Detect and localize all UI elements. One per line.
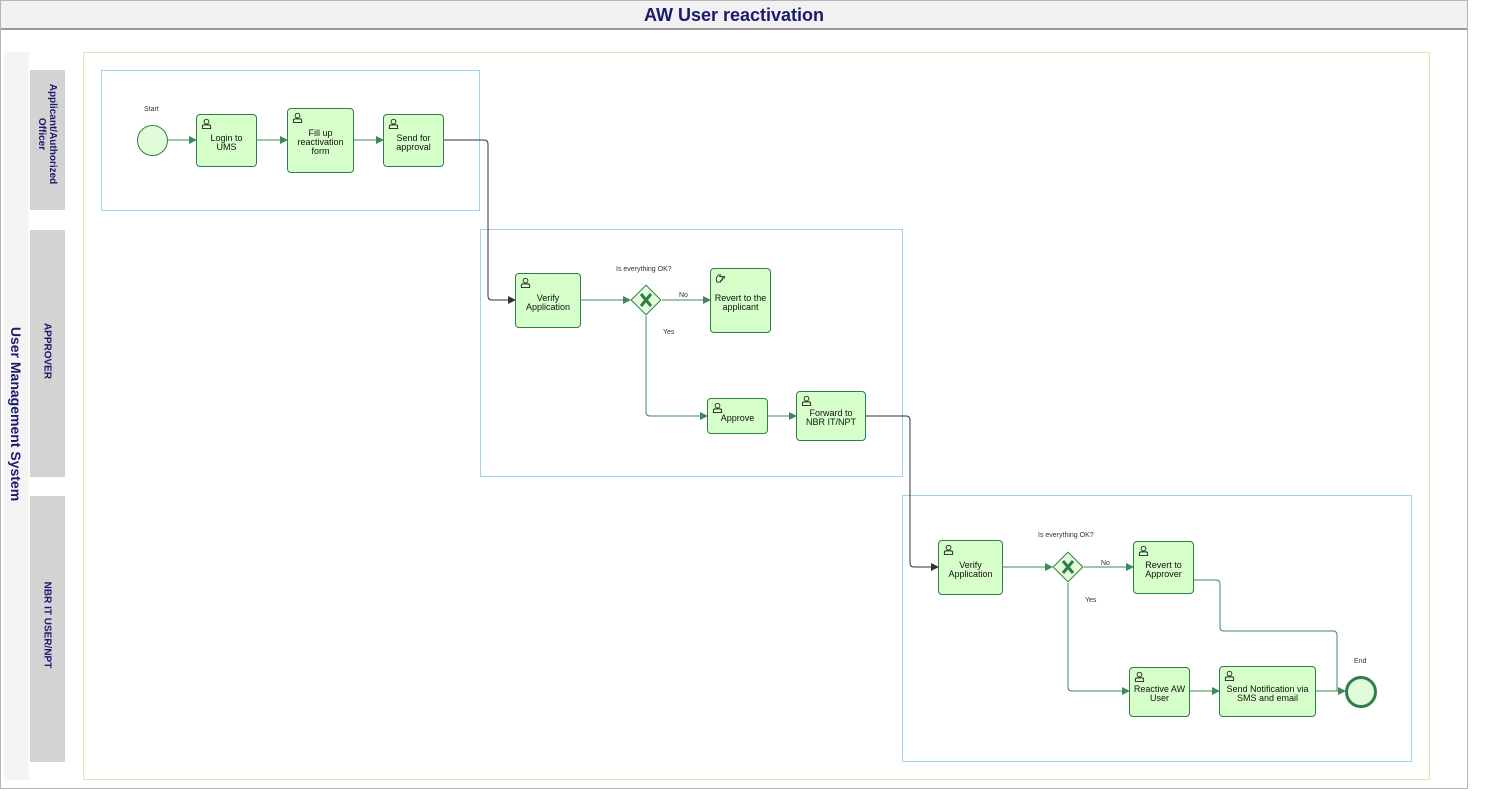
task-verify-1[interactable]: Verify Application: [515, 273, 581, 328]
flow-gw2-reactive: [1067, 583, 1130, 695]
exclusive-gateway-x-icon: [1061, 560, 1075, 574]
user-task-icon: [712, 402, 723, 413]
pool-body: [83, 52, 1430, 780]
start-event-label: Start: [144, 106, 159, 113]
task-revert-applicant[interactable]: Revert to the applicant: [710, 268, 771, 333]
task-reactive[interactable]: Reactive AW User: [1129, 667, 1190, 717]
user-task-icon: [292, 112, 303, 123]
user-task-icon: [1138, 545, 1149, 556]
task-verify-2[interactable]: Verify Application: [938, 540, 1003, 595]
end-event[interactable]: [1345, 676, 1377, 708]
gateway-1-no-label: No: [679, 292, 688, 299]
flow-revert-end: [1194, 579, 1338, 691]
task-forward[interactable]: Forward to NBR IT/NPT: [796, 391, 866, 441]
diagram-title: AW User reactivation: [643, 5, 825, 25]
gateway-2-yes-label: Yes: [1085, 597, 1097, 604]
lane-header-applicant: [30, 70, 65, 210]
task-fill-form-label: Fill up reactivation form: [297, 128, 344, 156]
exclusive-gateway-x-icon: [639, 293, 653, 307]
flow-forward-verify2: [866, 415, 939, 571]
user-task-icon: [1224, 670, 1235, 681]
task-revert-applicant-label: Revert to the applicant: [714, 292, 767, 312]
task-send-notification[interactable]: Send Notification via SMS and email: [1219, 666, 1316, 717]
task-send-notification-label: Send Notification via SMS and email: [1226, 683, 1309, 703]
start-event[interactable]: [137, 125, 168, 156]
lane-header-nbr: [30, 496, 65, 762]
task-revert-approver-label: Revert to Approver: [1145, 559, 1182, 579]
flow-send-verify1: [444, 139, 516, 304]
task-verify-2-label: Verify Application: [948, 559, 993, 579]
gateway-1-question: Is everything OK?: [616, 266, 672, 273]
gateway-2-question: Is everything OK?: [1038, 532, 1094, 539]
pool-header: [4, 52, 29, 780]
user-task-icon: [520, 277, 531, 288]
user-task-icon: [943, 544, 954, 555]
user-task-icon: [388, 118, 399, 129]
title-bar: AW User reactivation: [1, 1, 1467, 30]
task-revert-approver[interactable]: Revert to Approver: [1133, 541, 1194, 594]
lane-group-nbr: [902, 495, 1412, 762]
user-task-icon: [201, 118, 212, 129]
user-task-icon: [801, 395, 812, 406]
task-reactive-label: Reactive AW User: [1133, 684, 1186, 703]
task-send-approval[interactable]: Send for approval: [383, 114, 444, 167]
task-verify-1-label: Verify Application: [525, 292, 571, 312]
lane-group-approver: [480, 229, 903, 477]
gateway-2-no-label: No: [1101, 560, 1110, 567]
task-approve-label: Approve: [720, 412, 755, 423]
task-approve[interactable]: Approve: [707, 398, 768, 434]
task-forward-label: Forward to NBR IT/NPT: [805, 408, 856, 427]
end-event-label: End: [1354, 658, 1367, 665]
task-fill-form[interactable]: Fill up reactivation form: [287, 108, 354, 173]
lane-header-approver: [30, 230, 65, 477]
user-task-icon: [1134, 671, 1145, 682]
gateway-1-yes-label: Yes: [663, 329, 675, 336]
task-login-label: Login to UMS: [210, 132, 243, 152]
bottom-edge: [0, 789, 1499, 791]
diagram-frame: [0, 0, 1468, 789]
task-login[interactable]: Login to UMS: [196, 114, 257, 167]
task-send-approval-label: Send for approval: [396, 132, 431, 152]
flow-gw1-approve: [645, 316, 708, 420]
manual-task-icon: [715, 274, 726, 283]
